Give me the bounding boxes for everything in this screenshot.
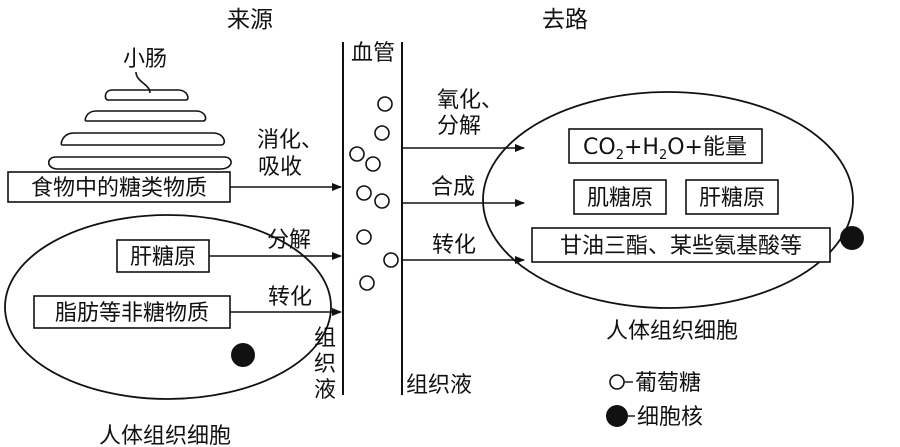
liver-glycogen-dest-text: 肝糖原 bbox=[699, 186, 765, 211]
liver-glycogen-dest-box bbox=[685, 179, 779, 215]
glucose-icon bbox=[356, 229, 372, 245]
dest-convert-label: 转化 bbox=[432, 233, 476, 258]
tissue-fluid-left-3: 液 bbox=[314, 378, 336, 403]
oxidize-label-2: 分解 bbox=[437, 114, 481, 139]
liver-glycogen-source-text: 肝糖原 bbox=[130, 245, 196, 270]
digest-absorb-label-1: 消化、 bbox=[257, 128, 323, 153]
source-header: 来源 bbox=[227, 7, 273, 33]
nucleus-icon bbox=[231, 343, 255, 367]
glucose-icon bbox=[374, 193, 390, 209]
blood-vessel-label: 血管 bbox=[351, 41, 395, 66]
glucose-icon bbox=[365, 156, 381, 172]
digest-absorb-label-2: 吸收 bbox=[258, 155, 302, 180]
tissue-fluid-left-2: 织 bbox=[314, 352, 336, 377]
left-cell-label: 人体组织细胞 bbox=[99, 424, 231, 447]
tissue-fluid-right-label: 组织液 bbox=[406, 373, 472, 398]
energy-text: CO2+H2O+能量 bbox=[583, 135, 747, 163]
right-cell-label: 人体组织细胞 bbox=[606, 319, 738, 344]
tissue-fluid-left-1: 组 bbox=[314, 326, 336, 351]
liver-glycogen-source-box bbox=[116, 239, 210, 273]
triglyceride-text: 甘油三酯、某些氨基酸等 bbox=[560, 234, 802, 259]
glucose-icon bbox=[383, 252, 399, 268]
glucose-legend-label: 葡萄糖 bbox=[635, 371, 701, 396]
triglyceride-box bbox=[531, 227, 831, 263]
glucose-legend-icon bbox=[609, 374, 625, 390]
left-tissue-cell bbox=[4, 214, 332, 400]
small-intestine-icon bbox=[47, 71, 232, 170]
glucose-icon bbox=[377, 96, 393, 112]
right-tissue-cell bbox=[482, 91, 854, 309]
synth-label: 合成 bbox=[431, 175, 475, 200]
oxidize-label-1: 氧化、 bbox=[437, 88, 503, 113]
muscle-glycogen-text: 肌糖原 bbox=[587, 186, 653, 211]
food-carbohydrate-text: 食物中的糖类物质 bbox=[31, 176, 207, 201]
destination-header: 去路 bbox=[542, 7, 588, 33]
glucose-icon bbox=[374, 125, 390, 141]
energy-box bbox=[568, 128, 763, 164]
glucose-icon bbox=[356, 185, 372, 201]
glucose-icon bbox=[349, 146, 365, 162]
nucleus-icon bbox=[840, 226, 864, 250]
nucleus-legend-icon bbox=[606, 405, 628, 427]
non-sugar-text: 脂肪等非糖物质 bbox=[55, 301, 209, 326]
decompose-label: 分解 bbox=[267, 228, 311, 253]
source-convert-label: 转化 bbox=[268, 285, 312, 310]
glucose-molecules bbox=[349, 96, 399, 291]
glucose-icon bbox=[359, 275, 375, 291]
nucleus-legend-label: 细胞核 bbox=[637, 405, 703, 430]
legend: 葡萄糖 细胞核 bbox=[606, 371, 703, 430]
muscle-glycogen-box bbox=[573, 179, 667, 215]
small-intestine-label: 小肠 bbox=[123, 47, 167, 72]
